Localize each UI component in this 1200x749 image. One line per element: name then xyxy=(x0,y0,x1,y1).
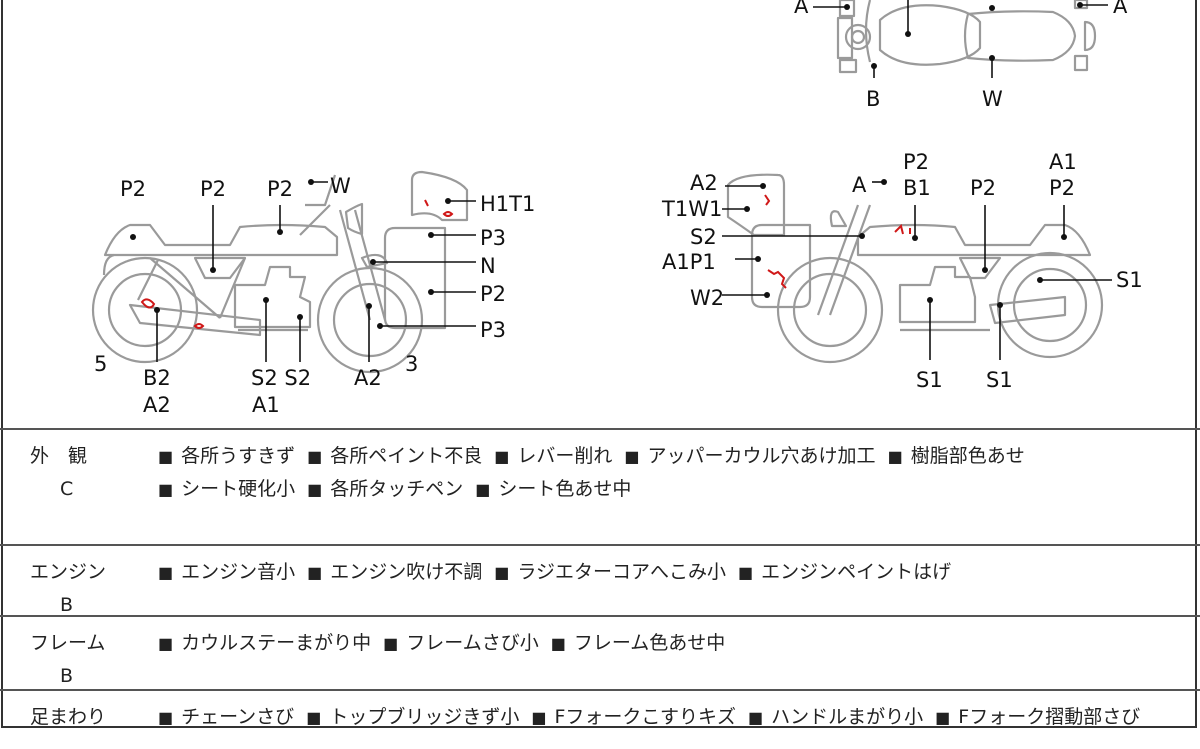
label: B1 xyxy=(903,176,931,200)
condition-item: エンジンペイントはげ xyxy=(738,561,951,583)
category-cell: 足まわり xyxy=(30,701,120,734)
label: P2 xyxy=(120,177,146,201)
condition-row-engine: エンジン B エンジン音小エンジン吹け不調ラジエターコアへこみ小エンジンペイント… xyxy=(0,544,1200,617)
condition-items: 各所うすきず各所ペイント不良レバー削れアッパーカウル穴あけ加工樹脂部色あせシート… xyxy=(158,440,1188,506)
condition-item: レバー削れ xyxy=(494,445,612,467)
label: A1P1 xyxy=(662,250,716,274)
label: 3 xyxy=(405,352,418,376)
label: P2 xyxy=(200,177,226,201)
label: P3 xyxy=(480,226,506,250)
label: A xyxy=(1113,0,1128,18)
motorcycle-diagrams: A A B W P2 P2 P2 xyxy=(91,0,1143,417)
top-view-diagram: A A B W xyxy=(794,0,1128,111)
condition-item: フレームさび小 xyxy=(383,632,539,654)
category-cell: 外 観 C xyxy=(30,440,120,506)
label: A1 xyxy=(1049,150,1077,174)
label: W2 xyxy=(690,286,724,310)
label: S2 xyxy=(690,225,717,249)
label: A2 xyxy=(143,393,171,417)
condition-item: Fフォークこすりキズ xyxy=(531,706,736,728)
label: B xyxy=(866,87,880,111)
category-label: フレーム xyxy=(30,632,106,654)
label: P2 xyxy=(1049,176,1075,200)
label: A xyxy=(794,0,809,18)
condition-items: エンジン音小エンジン吹け不調ラジエターコアへこみ小エンジンペイントはげ xyxy=(158,556,1188,589)
condition-items: チェーンさびトップブリッジきず小 Fフォークこすりキズハンドルまがり小 Fフォーク摺… xyxy=(158,701,1188,734)
category-label: 外 観 xyxy=(30,445,88,467)
condition-item: シート硬化小 xyxy=(158,478,295,500)
condition-item: 樹脂部色あせ xyxy=(888,445,1025,467)
condition-item: フレーム色あせ中 xyxy=(551,632,726,654)
label: B2 xyxy=(143,366,171,390)
label: W xyxy=(330,174,351,198)
label: P2 xyxy=(970,176,996,200)
label: S1 xyxy=(986,368,1013,392)
label: A1 xyxy=(252,393,280,417)
label: S1 xyxy=(916,368,943,392)
label: P2 xyxy=(480,282,506,306)
category-cell: エンジン B xyxy=(30,556,120,622)
label: 5 xyxy=(94,352,107,376)
condition-row-frame: フレーム B カウルステーまがり中フレームさび小フレーム色あせ中 xyxy=(0,615,1200,691)
condition-item: チェーンさび xyxy=(158,706,294,728)
label: P3 xyxy=(480,318,506,342)
label: P2 xyxy=(267,177,293,201)
label: S1 xyxy=(1116,268,1143,292)
label: P2 xyxy=(903,150,929,174)
condition-row-suspension: 足まわり チェーンさびトップブリッジきず小 Fフォークこすりキズハンドルまがり小 F… xyxy=(0,689,1200,749)
label: H1T1 xyxy=(480,192,535,216)
label: A2 xyxy=(690,171,718,195)
condition-item: カウルステーまがり中 xyxy=(158,632,371,654)
category-grade: C xyxy=(60,478,74,500)
label: S2 S2 xyxy=(251,366,311,390)
condition-item: 各所タッチペン xyxy=(307,478,463,500)
category-label: エンジン xyxy=(30,561,107,583)
label: A2 xyxy=(354,366,382,390)
condition-item: 各所うすきず xyxy=(158,445,295,467)
condition-item: トップブリッジきず小 xyxy=(306,706,519,728)
condition-item: エンジン音小 xyxy=(158,561,295,583)
condition-item: 各所ペイント不良 xyxy=(307,445,482,467)
category-grade: B xyxy=(60,594,74,616)
category-grade: B xyxy=(60,665,74,687)
category-label: 足まわり xyxy=(30,706,107,728)
left-side-diagram: P2 P2 P2 W H1T1 P3 N P2 P3 5 B2 A2 S2 S2… xyxy=(91,170,535,417)
label: A xyxy=(852,173,867,197)
condition-row-exterior: 外 観 C 各所うすきず各所ペイント不良レバー削れアッパーカウル穴あけ加工樹脂部… xyxy=(0,428,1200,546)
category-cell: フレーム B xyxy=(30,627,120,693)
condition-item: Fフォーク摺動部さび xyxy=(935,706,1140,728)
label: W xyxy=(982,87,1003,111)
condition-items: カウルステーまがり中フレームさび小フレーム色あせ中 xyxy=(158,627,1188,660)
condition-item: ラジエターコアへこみ小 xyxy=(494,561,726,583)
condition-item: シート色あせ中 xyxy=(475,478,631,500)
label: T1W1 xyxy=(661,197,722,221)
right-side-diagram: A2 T1W1 S2 A1P1 W2 A P2 B1 P2 A1 P2 S1 S… xyxy=(661,150,1143,392)
condition-item: アッパーカウル穴あけ加工 xyxy=(624,445,875,467)
condition-item: ハンドルまがり小 xyxy=(748,706,923,728)
condition-item: エンジン吹け不調 xyxy=(307,561,482,583)
label: N xyxy=(480,254,496,278)
